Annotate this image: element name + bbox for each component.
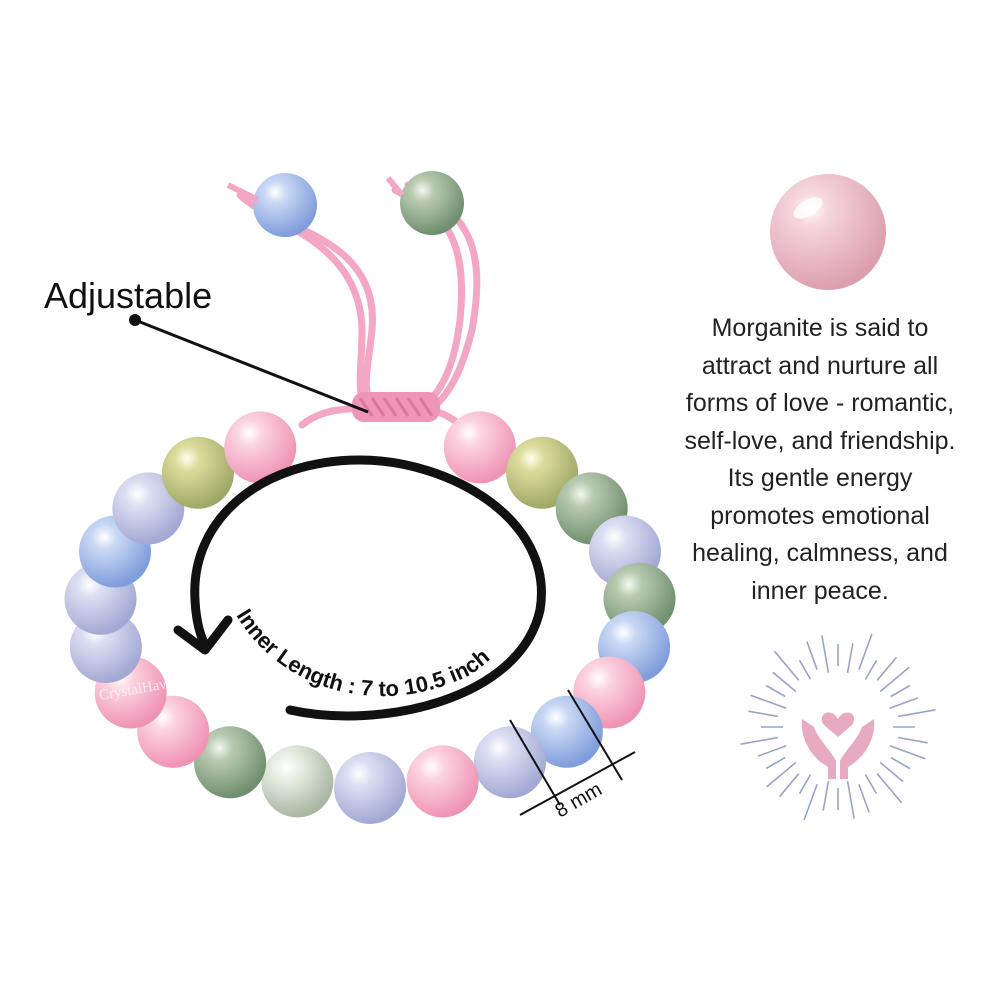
ray	[806, 641, 818, 670]
ray	[765, 684, 786, 698]
ray	[748, 710, 779, 718]
bead-size-label: 8 mm	[552, 778, 606, 822]
ray	[889, 745, 926, 760]
ray	[822, 781, 830, 811]
description-line: attract and nurture all	[701, 351, 939, 380]
bracelet-bead	[530, 695, 603, 768]
ray	[858, 784, 870, 813]
ray	[846, 781, 855, 819]
ray	[858, 633, 873, 670]
inner-length-arrow	[173, 455, 546, 721]
description-line: Its gentle energy	[727, 464, 913, 492]
ray	[740, 736, 779, 745]
ray	[890, 684, 911, 698]
ray	[897, 709, 936, 718]
ray	[798, 659, 812, 680]
cord-end-bead-left	[253, 173, 317, 237]
ray	[803, 784, 818, 821]
bead-ring	[64, 411, 676, 824]
description-line: inner peace.	[751, 576, 889, 605]
bracelet-bead	[224, 411, 297, 484]
inner-length-label: Inner Length : 7 to 10.5 inch	[232, 605, 495, 702]
ray	[876, 773, 903, 804]
bracelet-bead	[261, 745, 334, 818]
ray	[864, 774, 878, 795]
ray	[757, 745, 787, 757]
ray	[864, 659, 878, 680]
bracelet-bead	[194, 726, 267, 799]
ray	[889, 697, 919, 709]
ray	[765, 756, 786, 770]
ray	[778, 773, 800, 798]
cord-end-bead-right	[400, 171, 464, 235]
ray	[798, 774, 812, 795]
ray	[772, 671, 797, 693]
morganite-description: Morganite is said to attract and nurture…	[660, 310, 980, 610]
description-line: self-love, and friendship.	[684, 426, 956, 455]
bracelet-bead	[506, 436, 579, 509]
bracelet-bead	[161, 436, 234, 509]
description-line: promotes emotional	[710, 501, 930, 530]
ray	[879, 666, 910, 693]
ray	[750, 694, 787, 709]
sliding-knot	[352, 392, 440, 422]
ray	[876, 656, 898, 681]
heart-hands-icon	[740, 633, 936, 821]
description-line: healing, calmness, and	[692, 539, 948, 567]
description-line: Morganite is said to	[711, 314, 929, 342]
adjustable-label: Adjustable	[44, 275, 213, 316]
ray	[766, 761, 797, 788]
bracelet-bead	[112, 472, 185, 545]
ray	[897, 736, 928, 744]
bead-size-measure	[509, 689, 636, 816]
ray	[879, 761, 904, 783]
ray	[890, 756, 911, 770]
adjustable-pointer	[129, 314, 369, 414]
ray	[821, 635, 830, 673]
ray	[773, 650, 800, 681]
bracelet-bead	[406, 745, 479, 818]
bracelet-bead	[443, 411, 516, 484]
ray	[846, 643, 854, 673]
description-line: forms of love - romantic,	[685, 389, 955, 417]
morganite-stone-icon	[770, 174, 886, 290]
bracelet-bead	[334, 752, 406, 824]
bracelet-bead	[473, 726, 546, 799]
